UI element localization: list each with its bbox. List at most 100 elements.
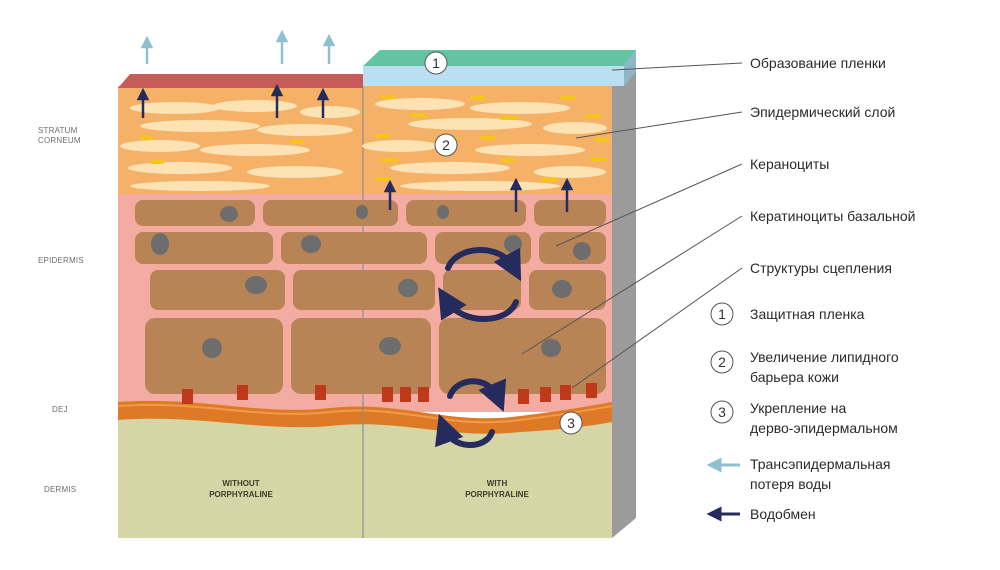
lamella	[140, 120, 260, 132]
marker-number: 2	[442, 137, 450, 153]
stratum-corneum-layer	[118, 86, 612, 194]
dej-band	[118, 400, 612, 434]
lipid-dash	[560, 96, 576, 100]
lamella	[300, 106, 360, 118]
basal-keratinocyte	[291, 318, 431, 394]
legend-marker	[710, 350, 734, 374]
nucleus	[504, 235, 522, 253]
adhesion-block	[182, 389, 193, 404]
lipid-dash	[480, 136, 496, 140]
stratum-corneum-label: STRATUM	[38, 126, 78, 135]
added-lipids	[140, 92, 609, 182]
callout-basal-keratinocytes: Кератиноциты базальной	[750, 208, 916, 224]
adhesion-block	[237, 385, 248, 400]
legend-marker	[710, 400, 734, 424]
nucleus	[379, 337, 401, 355]
leader-keratinocytes	[555, 163, 743, 247]
lipid-dash	[470, 96, 486, 100]
with-caption: WITH	[487, 479, 508, 488]
legend: 1 Защитная пленка 2 Увеличение липидного…	[706, 302, 899, 522]
lamella	[362, 140, 438, 152]
lipid-dash	[590, 157, 606, 161]
nucleus	[301, 235, 321, 253]
adhesion-block	[418, 387, 429, 402]
nucleus	[220, 206, 238, 222]
cycle-arrow	[438, 287, 519, 322]
adhesion-block	[518, 389, 529, 404]
lamella	[120, 140, 200, 152]
lamella	[375, 98, 465, 110]
legend-text-line2: дерво-эпидермальном	[750, 420, 898, 436]
lamella	[543, 122, 607, 134]
keratinocyte	[534, 200, 606, 226]
keratinocyte	[135, 232, 273, 264]
lamella	[408, 118, 532, 130]
lamella	[247, 166, 343, 178]
lipid-dash	[500, 158, 516, 162]
adhesion-block	[560, 385, 571, 400]
adhesion-block	[400, 387, 411, 402]
nucleus	[151, 233, 169, 255]
lamella	[534, 166, 606, 178]
left-surface	[118, 74, 363, 88]
cell-nuclei	[151, 205, 591, 358]
legend-text-line2: барьера кожи	[750, 369, 839, 385]
transepidermal-water-loss-arrows	[140, 29, 336, 64]
callout-leaders	[521, 62, 743, 389]
leader-film	[611, 62, 743, 71]
lipid-dash	[150, 160, 164, 164]
panel-captions: WITHOUT PORPHYRALINE WITH PORPHYRALINE	[209, 479, 529, 499]
lipid-dash	[380, 158, 398, 162]
lamella	[475, 144, 585, 156]
keratinocyte	[443, 270, 521, 310]
lamella	[128, 162, 232, 174]
renewal-cycle-lower	[435, 378, 507, 448]
marker-1: 1	[424, 51, 448, 75]
adhesion-block	[586, 383, 597, 398]
lamella	[390, 162, 510, 174]
legend-item-water-exchange: Водобмен	[706, 506, 816, 522]
nucleus	[552, 280, 572, 298]
leader-basal-keratinocytes	[521, 215, 743, 355]
dej-label: DEJ	[52, 405, 68, 414]
legend-number: 2	[718, 354, 726, 370]
legend-text-line2: потеря воды	[750, 476, 831, 492]
lamella	[213, 100, 297, 112]
lipid-dash	[585, 114, 601, 118]
marker-number: 3	[567, 415, 575, 431]
legend-text: Трансэпидермальная	[750, 456, 891, 472]
lipid-dash	[375, 177, 391, 181]
adhesion-structures	[182, 383, 597, 404]
legend-item-3: 3 Укрепление на дерво-эпидермальном	[710, 400, 898, 436]
legend-number: 1	[718, 306, 726, 322]
legend-text: Укрепление на	[750, 400, 846, 416]
lamella	[130, 102, 220, 114]
dermis-layer	[118, 418, 612, 538]
marker-circle	[559, 411, 583, 435]
epidermis-label: EPIDERMIS	[38, 256, 84, 265]
nucleus	[398, 279, 418, 297]
lamella	[200, 144, 310, 156]
keratinocyte	[539, 232, 606, 264]
with-caption-line2: PORPHYRALINE	[465, 490, 529, 499]
film-side	[624, 50, 636, 86]
callouts: Образование пленки Эпидермический слой К…	[750, 55, 916, 276]
marker-2: 2	[434, 133, 458, 157]
protective-film	[363, 50, 636, 86]
callout-keratinocytes: Кераноциты	[750, 156, 829, 172]
adhesion-block	[382, 387, 393, 402]
lamella	[470, 102, 570, 114]
legend-marker	[710, 302, 734, 326]
keratinocyte	[293, 270, 435, 310]
nucleus	[202, 338, 222, 358]
legend-item-1: 1 Защитная пленка	[710, 302, 865, 326]
renewal-cycle-upper	[438, 247, 522, 322]
nucleus	[437, 205, 449, 219]
dermis-label: DERMIS	[44, 485, 76, 494]
keratinocyte	[406, 200, 526, 226]
nucleus	[541, 339, 561, 357]
lipid-dash	[380, 95, 396, 99]
cycle-arrow	[435, 413, 495, 448]
legend-text: Увеличение липидного	[750, 349, 899, 365]
